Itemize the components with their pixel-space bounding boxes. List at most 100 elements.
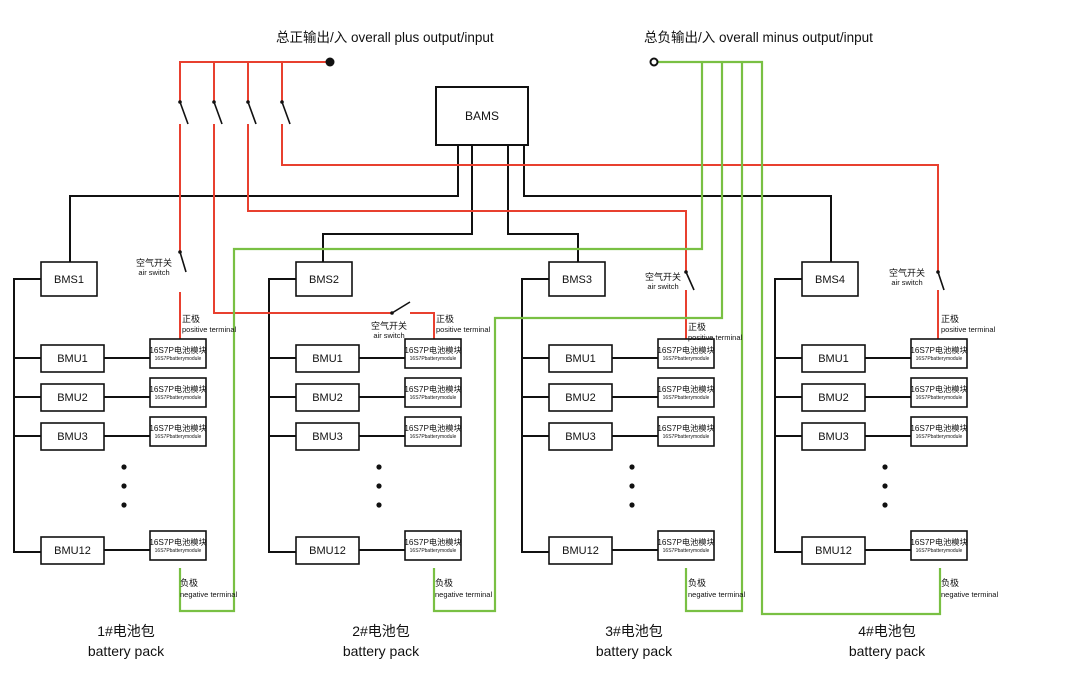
pack3-module-3-cn: 16S7P电池模块 <box>657 423 714 433</box>
air-switch-pack2 <box>391 301 411 314</box>
pack3-module-3-box <box>657 416 715 447</box>
pack1-module-3-box <box>149 416 207 447</box>
pack4-module-4-box <box>910 530 968 561</box>
pack1-bmu-bus <box>13 278 41 553</box>
bms1-label: BMS1 <box>54 274 84 286</box>
minus-bus-pack4 <box>658 60 942 616</box>
pack2-module-1-en: 16S7Pbatterymodule <box>410 356 457 362</box>
pack3-positive-terminal-en: positive terminal <box>688 333 743 342</box>
pack2-bmu-4-label: BMU12 <box>309 545 346 557</box>
air-switch-pack3-pivot <box>684 270 688 274</box>
pack1-ellipsis-dot-2 <box>121 483 127 489</box>
pack2-ellipsis-dot-3 <box>376 502 382 508</box>
pack2-module-4-en: 16S7Pbatterymodule <box>410 548 457 554</box>
pack3-bmu-2-label: BMU2 <box>565 392 596 404</box>
minus-bus-pack1 <box>178 62 704 613</box>
pack4-module-4-en: 16S7Pbatterymodule <box>916 548 963 554</box>
plus-switch-3-pivot <box>246 100 250 104</box>
component-boxes: BMS1BMU1BMU2BMU3BMU1216S7P电池模块16S7Pbatte… <box>40 100 968 565</box>
pack3-air-switch-en: air switch <box>647 282 678 291</box>
pack4-positive-terminal-cn: 正极 <box>941 313 959 324</box>
pack3-module-4-cn: 16S7P电池模块 <box>657 537 714 547</box>
pack1-bmu-2-label: BMU2 <box>57 392 88 404</box>
pack2-module-4-cn: 16S7P电池模块 <box>404 537 461 547</box>
communication-wiring <box>13 145 911 553</box>
pack1-module-4-en: 16S7Pbatterymodule <box>155 548 202 554</box>
bams-bms4-link <box>523 145 832 262</box>
pack1-bmu-4-label: BMU12 <box>54 545 91 557</box>
pack3-module-1-cn: 16S7P电池模块 <box>657 345 714 355</box>
pack2-name-cn: 2#电池包 <box>352 623 410 639</box>
pack1-module-1-cn: 16S7P电池模块 <box>149 345 206 355</box>
pack3-bmu-4-label: BMU12 <box>562 545 599 557</box>
bms4-box <box>801 261 859 297</box>
pack3-bmu-1-box <box>548 344 613 373</box>
pack2-negative-terminal-en: negative terminal <box>435 590 492 599</box>
pack3-module-2-box <box>657 377 715 408</box>
pack1-module-2-cn: 16S7P电池模块 <box>149 384 206 394</box>
pack1-bmu-1-box <box>40 344 105 373</box>
pack3-negative-terminal-cn: 负极 <box>688 577 706 588</box>
pack2-air-switch-cn: 空气开关 <box>371 320 407 331</box>
pack1-bmu-2-box <box>40 383 105 412</box>
pack4-module-2-cn: 16S7P电池模块 <box>910 384 967 394</box>
plus-terminal-dot <box>325 57 335 67</box>
pack4-module-2-en: 16S7Pbatterymodule <box>916 395 963 401</box>
pack3-ellipsis-dot-1 <box>629 464 635 470</box>
pack3-bmu-2-box <box>548 383 613 412</box>
pack4-module-3-cn: 16S7P电池模块 <box>910 423 967 433</box>
pack3-positive-terminal-cn: 正极 <box>688 321 706 332</box>
pack1-bmu-3-label: BMU3 <box>57 431 88 443</box>
plus-switch-1 <box>179 101 189 125</box>
bams-bms3-link <box>507 145 579 262</box>
plus-run-pack4 <box>281 124 939 272</box>
air-switch-pack3 <box>685 271 695 291</box>
pack2-ellipsis-dot-2 <box>376 483 382 489</box>
pack2-bmu-1-label: BMU1 <box>312 353 343 365</box>
air-switch-pack4 <box>937 271 945 291</box>
pack4-ellipsis-dot-3 <box>882 502 888 508</box>
pack1-name-cn: 1#电池包 <box>97 623 155 639</box>
pack2-bmu-1-box <box>295 344 360 373</box>
bams-box <box>435 86 529 146</box>
pack4-module-2-box <box>910 377 968 408</box>
pack2-module-2-cn: 16S7P电池模块 <box>404 384 461 394</box>
pack2-bmu-3-box <box>295 422 360 451</box>
minus-bus-pack3 <box>684 62 744 613</box>
pack2-module-1-cn: 16S7P电池模块 <box>404 345 461 355</box>
pack1-air-switch-en: air switch <box>138 268 169 277</box>
plus-switch-4 <box>281 101 291 125</box>
pack3-name-en: battery pack <box>596 643 673 659</box>
pack1-ellipsis-dot-3 <box>121 502 127 508</box>
bams-bms1-link <box>69 145 459 262</box>
bms3-label: BMS3 <box>562 274 592 286</box>
minus-terminal-ring <box>649 57 659 67</box>
pack2-module-2-box <box>404 377 462 408</box>
pack4-bmu-4-box <box>801 536 866 565</box>
air-switch-pack1 <box>179 251 187 273</box>
pack2-positive-terminal-en: positive terminal <box>436 325 491 334</box>
pack2-bmu-bus <box>268 278 296 553</box>
pack2-module-1-box <box>404 338 462 369</box>
pack2-module-2-en: 16S7Pbatterymodule <box>410 395 457 401</box>
bms2-box <box>295 261 353 297</box>
pack3-bmu-1-label: BMU1 <box>565 353 596 365</box>
pack2-ellipsis-dot-1 <box>376 464 382 470</box>
pack4-ellipsis-dot-2 <box>882 483 888 489</box>
pack4-negative-terminal-en: negative terminal <box>941 590 998 599</box>
pack4-module-1-box <box>910 338 968 369</box>
pack4-module-1-cn: 16S7P电池模块 <box>910 345 967 355</box>
plus-switch-3 <box>247 101 257 125</box>
pack2-module-3-en: 16S7Pbatterymodule <box>410 434 457 440</box>
pack4-bmu-1-box <box>801 344 866 373</box>
plus-output-label: 总正输出/入 overall plus output/input <box>276 30 494 45</box>
pack2-negative-terminal-cn: 负极 <box>435 577 453 588</box>
pack2-bmu-2-label: BMU2 <box>312 392 343 404</box>
plus-switch-2 <box>213 101 223 125</box>
pack3-bmu-bus <box>521 278 549 553</box>
pack3-name-cn: 3#电池包 <box>605 623 663 639</box>
pack1-module-2-box <box>149 377 207 408</box>
pack2-air-switch-en: air switch <box>373 331 404 340</box>
pack-labels: 负极 negative terminal 1#电池包 battery pack 负极 ne… <box>88 257 999 659</box>
pack1-ellipsis-dot-1 <box>121 464 127 470</box>
